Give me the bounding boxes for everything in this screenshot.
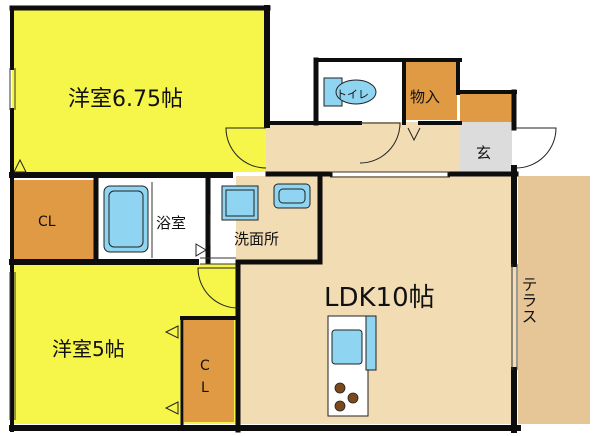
label-storage: 物入	[410, 88, 440, 106]
western-room-1	[12, 8, 268, 172]
label-closet-1: CL	[38, 214, 56, 230]
label-western-room-1: 洋室6.75帖	[68, 87, 183, 112]
ldk	[236, 176, 516, 424]
shoe-box	[460, 94, 512, 122]
windows	[9, 68, 518, 420]
closet-2	[184, 318, 234, 422]
door-markers	[13, 127, 421, 415]
label-bathroom: 浴室	[156, 214, 186, 232]
label-closet-2-c: C	[200, 358, 210, 374]
label-western-room-2: 洋室5帖	[52, 337, 125, 361]
hallway	[266, 122, 460, 172]
sink-icon	[273, 183, 311, 209]
kitchen-sink-icon	[331, 329, 363, 365]
toilet-bowl-icon	[335, 79, 377, 105]
washing-machine-icon	[221, 185, 259, 221]
label-entrance: 玄	[476, 144, 491, 162]
label-closet-2-l: L	[201, 380, 209, 396]
label-terrace: テラス	[519, 276, 538, 324]
label-toilet: トイレ	[336, 88, 369, 101]
terrace	[518, 176, 590, 424]
label-ldk: LDK10帖	[324, 283, 435, 313]
entrance-floor	[460, 122, 512, 172]
doors	[197, 122, 557, 309]
bathtub-icon	[103, 185, 149, 253]
walls	[9, 5, 521, 433]
label-washroom: 洗面所	[234, 230, 279, 248]
stove-icon	[334, 382, 359, 412]
storage	[405, 62, 457, 120]
bathtub-inner	[108, 190, 144, 248]
closet-1	[14, 180, 94, 260]
